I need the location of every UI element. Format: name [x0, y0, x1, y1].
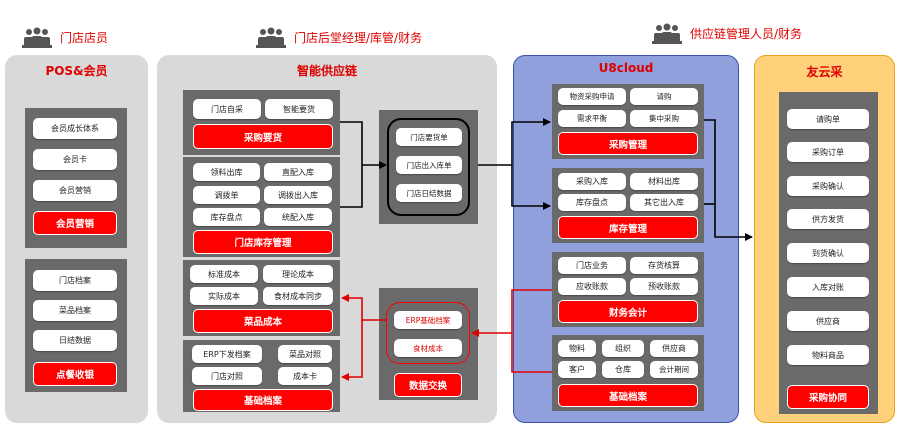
- arrow-right-icon: [340, 121, 387, 169]
- u8-base-archive-item[interactable]: 组织: [602, 340, 644, 357]
- inventory-item[interactable]: 调拨出入库: [264, 186, 332, 204]
- u8-base-archive-main-button[interactable]: 基础档案: [558, 384, 698, 407]
- purchase-item[interactable]: 门店自采: [193, 99, 261, 119]
- membership-main-button[interactable]: 会员营销: [33, 211, 117, 235]
- inventory-mgmt-item[interactable]: 其它出入库: [630, 194, 698, 211]
- panel-title: 智能供应链: [296, 64, 357, 78]
- u8-base-archive-item[interactable]: 仓库: [602, 361, 644, 378]
- finance-main-button[interactable]: 财务会计: [558, 300, 698, 323]
- arrow-right-icon: [340, 165, 363, 208]
- procurement-item[interactable]: 到货确认: [787, 243, 869, 263]
- inventory-item[interactable]: 库存盘点: [193, 208, 260, 226]
- base-archive-main-button[interactable]: 基础档案: [193, 389, 333, 411]
- base-archive-item[interactable]: 菜品对照: [278, 345, 332, 363]
- people-group-icon: [256, 26, 286, 48]
- purchase-mgmt-main-button[interactable]: 采购管理: [558, 132, 698, 155]
- inventory-item[interactable]: 领料出库: [193, 163, 260, 181]
- purchase-mgmt-item[interactable]: 集中采购: [630, 110, 698, 127]
- purchase-mgmt-item[interactable]: 请购: [630, 88, 698, 105]
- inventory-mgmt-item[interactable]: 采购入库: [558, 173, 626, 190]
- ordering-item[interactable]: 菜品档案: [33, 300, 117, 321]
- arrow-left-icon: [341, 320, 363, 381]
- ordering-item[interactable]: 门店档案: [33, 270, 117, 291]
- data-exchange-item[interactable]: ERP基础档案: [394, 311, 462, 329]
- u8-base-archive-item[interactable]: 客户: [558, 361, 596, 378]
- inventory-mgmt-item[interactable]: 材料出库: [630, 173, 698, 190]
- procurement-item[interactable]: 入库对账: [787, 277, 869, 297]
- u8-base-archive-item[interactable]: 会计期间: [650, 361, 698, 378]
- finance-item[interactable]: 存货核算: [630, 257, 698, 274]
- arrow-left-icon: [471, 289, 552, 337]
- inventory-mgmt-item[interactable]: 库存盘点: [558, 194, 626, 211]
- people-group-icon: [22, 26, 52, 48]
- role-label: 门店后堂经理/库管/财务: [294, 30, 423, 45]
- procurement-item[interactable]: 物料商品: [787, 345, 869, 365]
- hub-item[interactable]: 门店日结数据: [396, 184, 462, 202]
- dish-cost-item[interactable]: 理论成本: [263, 265, 333, 283]
- ordering-main-button[interactable]: 点餐收银: [33, 362, 117, 386]
- u8-base-archive-item[interactable]: 供应商: [650, 340, 698, 357]
- finance-item[interactable]: 门店业务: [558, 257, 626, 274]
- panel-title: 友云采: [806, 65, 843, 79]
- arrow-right-icon: [511, 165, 551, 210]
- data-exchange-frame: [386, 302, 470, 364]
- dish-cost-item[interactable]: 实际成本: [190, 287, 258, 305]
- ordering-item[interactable]: 日结数据: [33, 330, 117, 351]
- dish-cost-item[interactable]: 食材成本同步: [263, 287, 333, 305]
- purchase-mgmt-item[interactable]: 物资采购申请: [558, 88, 626, 105]
- membership-item[interactable]: 会员卡: [33, 149, 117, 170]
- procurement-item[interactable]: 供方发货: [787, 209, 869, 229]
- inventory-item[interactable]: 调拨单: [193, 186, 260, 204]
- purchase-mgmt-item[interactable]: 需求平衡: [558, 110, 626, 127]
- data-exchange-item[interactable]: 食材成本: [394, 339, 462, 357]
- data-exchange-main-button[interactable]: 数据交换: [394, 373, 462, 397]
- inventory-main-button[interactable]: 门店库存管理: [193, 230, 333, 254]
- finance-item[interactable]: 应收账款: [558, 278, 626, 295]
- inventory-mgmt-main-button[interactable]: 库存管理: [558, 216, 698, 239]
- inventory-item[interactable]: 统配入库: [264, 208, 332, 226]
- procurement-item[interactable]: 供应商: [787, 311, 869, 331]
- panel-title: POS&会员: [45, 64, 108, 78]
- procurement-item[interactable]: 采购确认: [787, 176, 869, 196]
- membership-item[interactable]: 会员营销: [33, 180, 117, 201]
- role-store-staff: 门店店员: [22, 26, 108, 48]
- role-label: 门店店员: [60, 30, 109, 45]
- base-archive-item[interactable]: 门店对照: [192, 367, 262, 385]
- arrow-right-icon: [478, 118, 551, 166]
- purchase-main-button[interactable]: 采购要货: [193, 124, 333, 149]
- finance-item[interactable]: 预收账款: [630, 278, 698, 295]
- procurement-item[interactable]: 请购单: [787, 109, 869, 129]
- membership-item[interactable]: 会员成长体系: [33, 118, 117, 139]
- people-group-icon: [652, 22, 682, 44]
- procurement-item[interactable]: 采购订单: [787, 142, 869, 162]
- purchase-item[interactable]: 智能要货: [265, 99, 333, 119]
- u8-base-archive-item[interactable]: 物料: [558, 340, 596, 357]
- hub-item[interactable]: 门店要货单: [396, 128, 462, 146]
- role-label: 供应链管理人员/财务: [690, 26, 803, 41]
- arrow-left-icon: [341, 294, 386, 321]
- dish-cost-main-button[interactable]: 菜品成本: [193, 309, 333, 333]
- role-supply-manager: 供应链管理人员/财务: [652, 22, 802, 44]
- arrow-left-icon: [511, 333, 552, 373]
- hub-item[interactable]: 门店出入库单: [396, 156, 462, 174]
- arrow-right-icon: [704, 119, 753, 241]
- role-store-manager: 门店后堂经理/库管/财务: [256, 26, 422, 48]
- procurement-main-button[interactable]: 采购协同: [787, 385, 869, 409]
- base-archive-item[interactable]: 成本卡: [278, 367, 332, 385]
- dish-cost-item[interactable]: 标准成本: [190, 265, 258, 283]
- inventory-item[interactable]: 直配入库: [264, 163, 332, 181]
- panel-title: U8cloud: [598, 61, 654, 75]
- base-archive-item[interactable]: ERP下发档案: [192, 345, 262, 363]
